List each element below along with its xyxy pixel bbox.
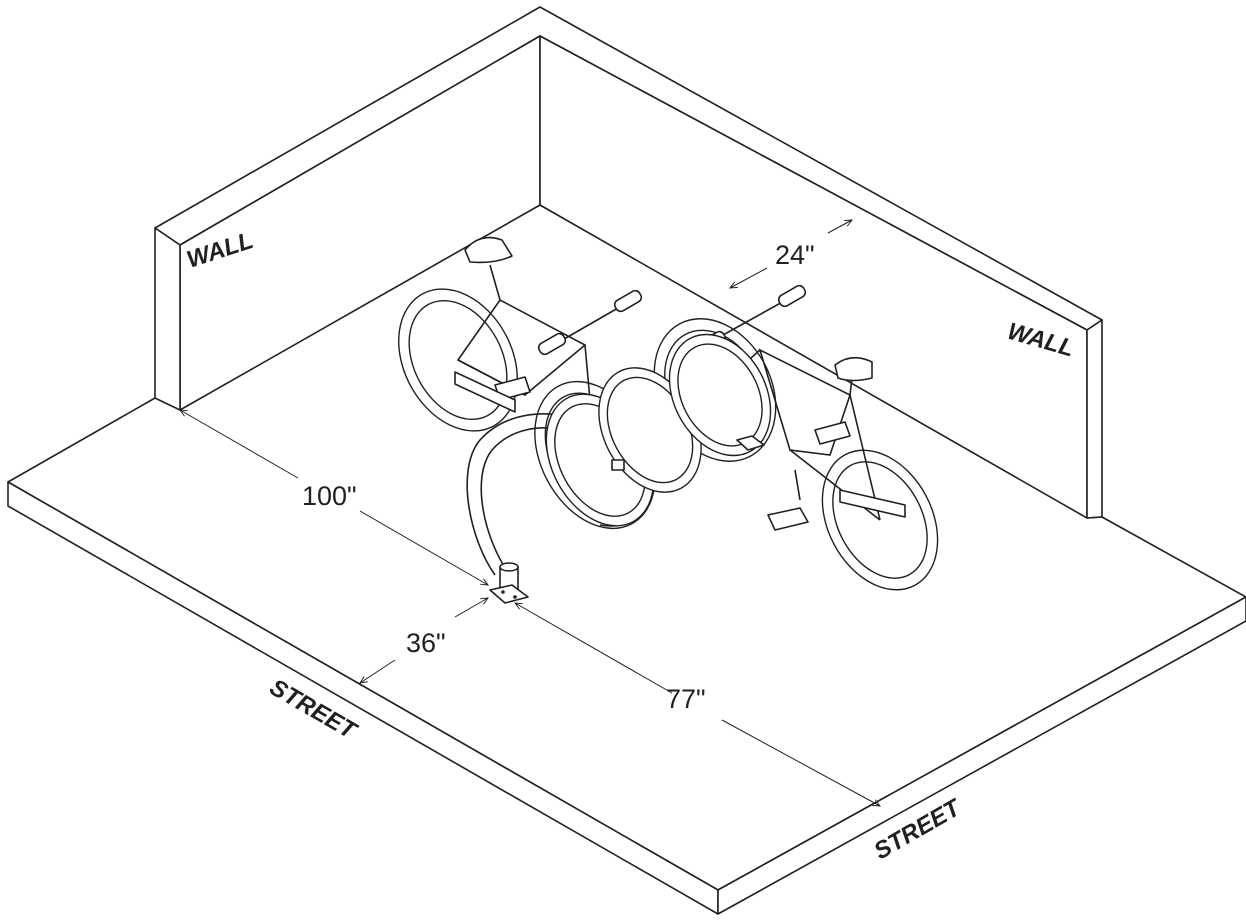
back-right-wall (539, 35, 1103, 519)
dimension-24-line (730, 220, 852, 288)
dimension-36-label: 36" (406, 628, 446, 658)
dimension-77-label: 77" (666, 684, 706, 714)
dimension-100-line (180, 410, 488, 585)
dimension-100-label: 100" (302, 481, 357, 511)
spiral-bike-rack (466, 333, 772, 604)
dimension-24-label: 24" (775, 240, 815, 270)
dimension-77-line (515, 603, 880, 806)
sidewalk-slab (7, 204, 1246, 915)
dimension-36-line (360, 598, 488, 683)
